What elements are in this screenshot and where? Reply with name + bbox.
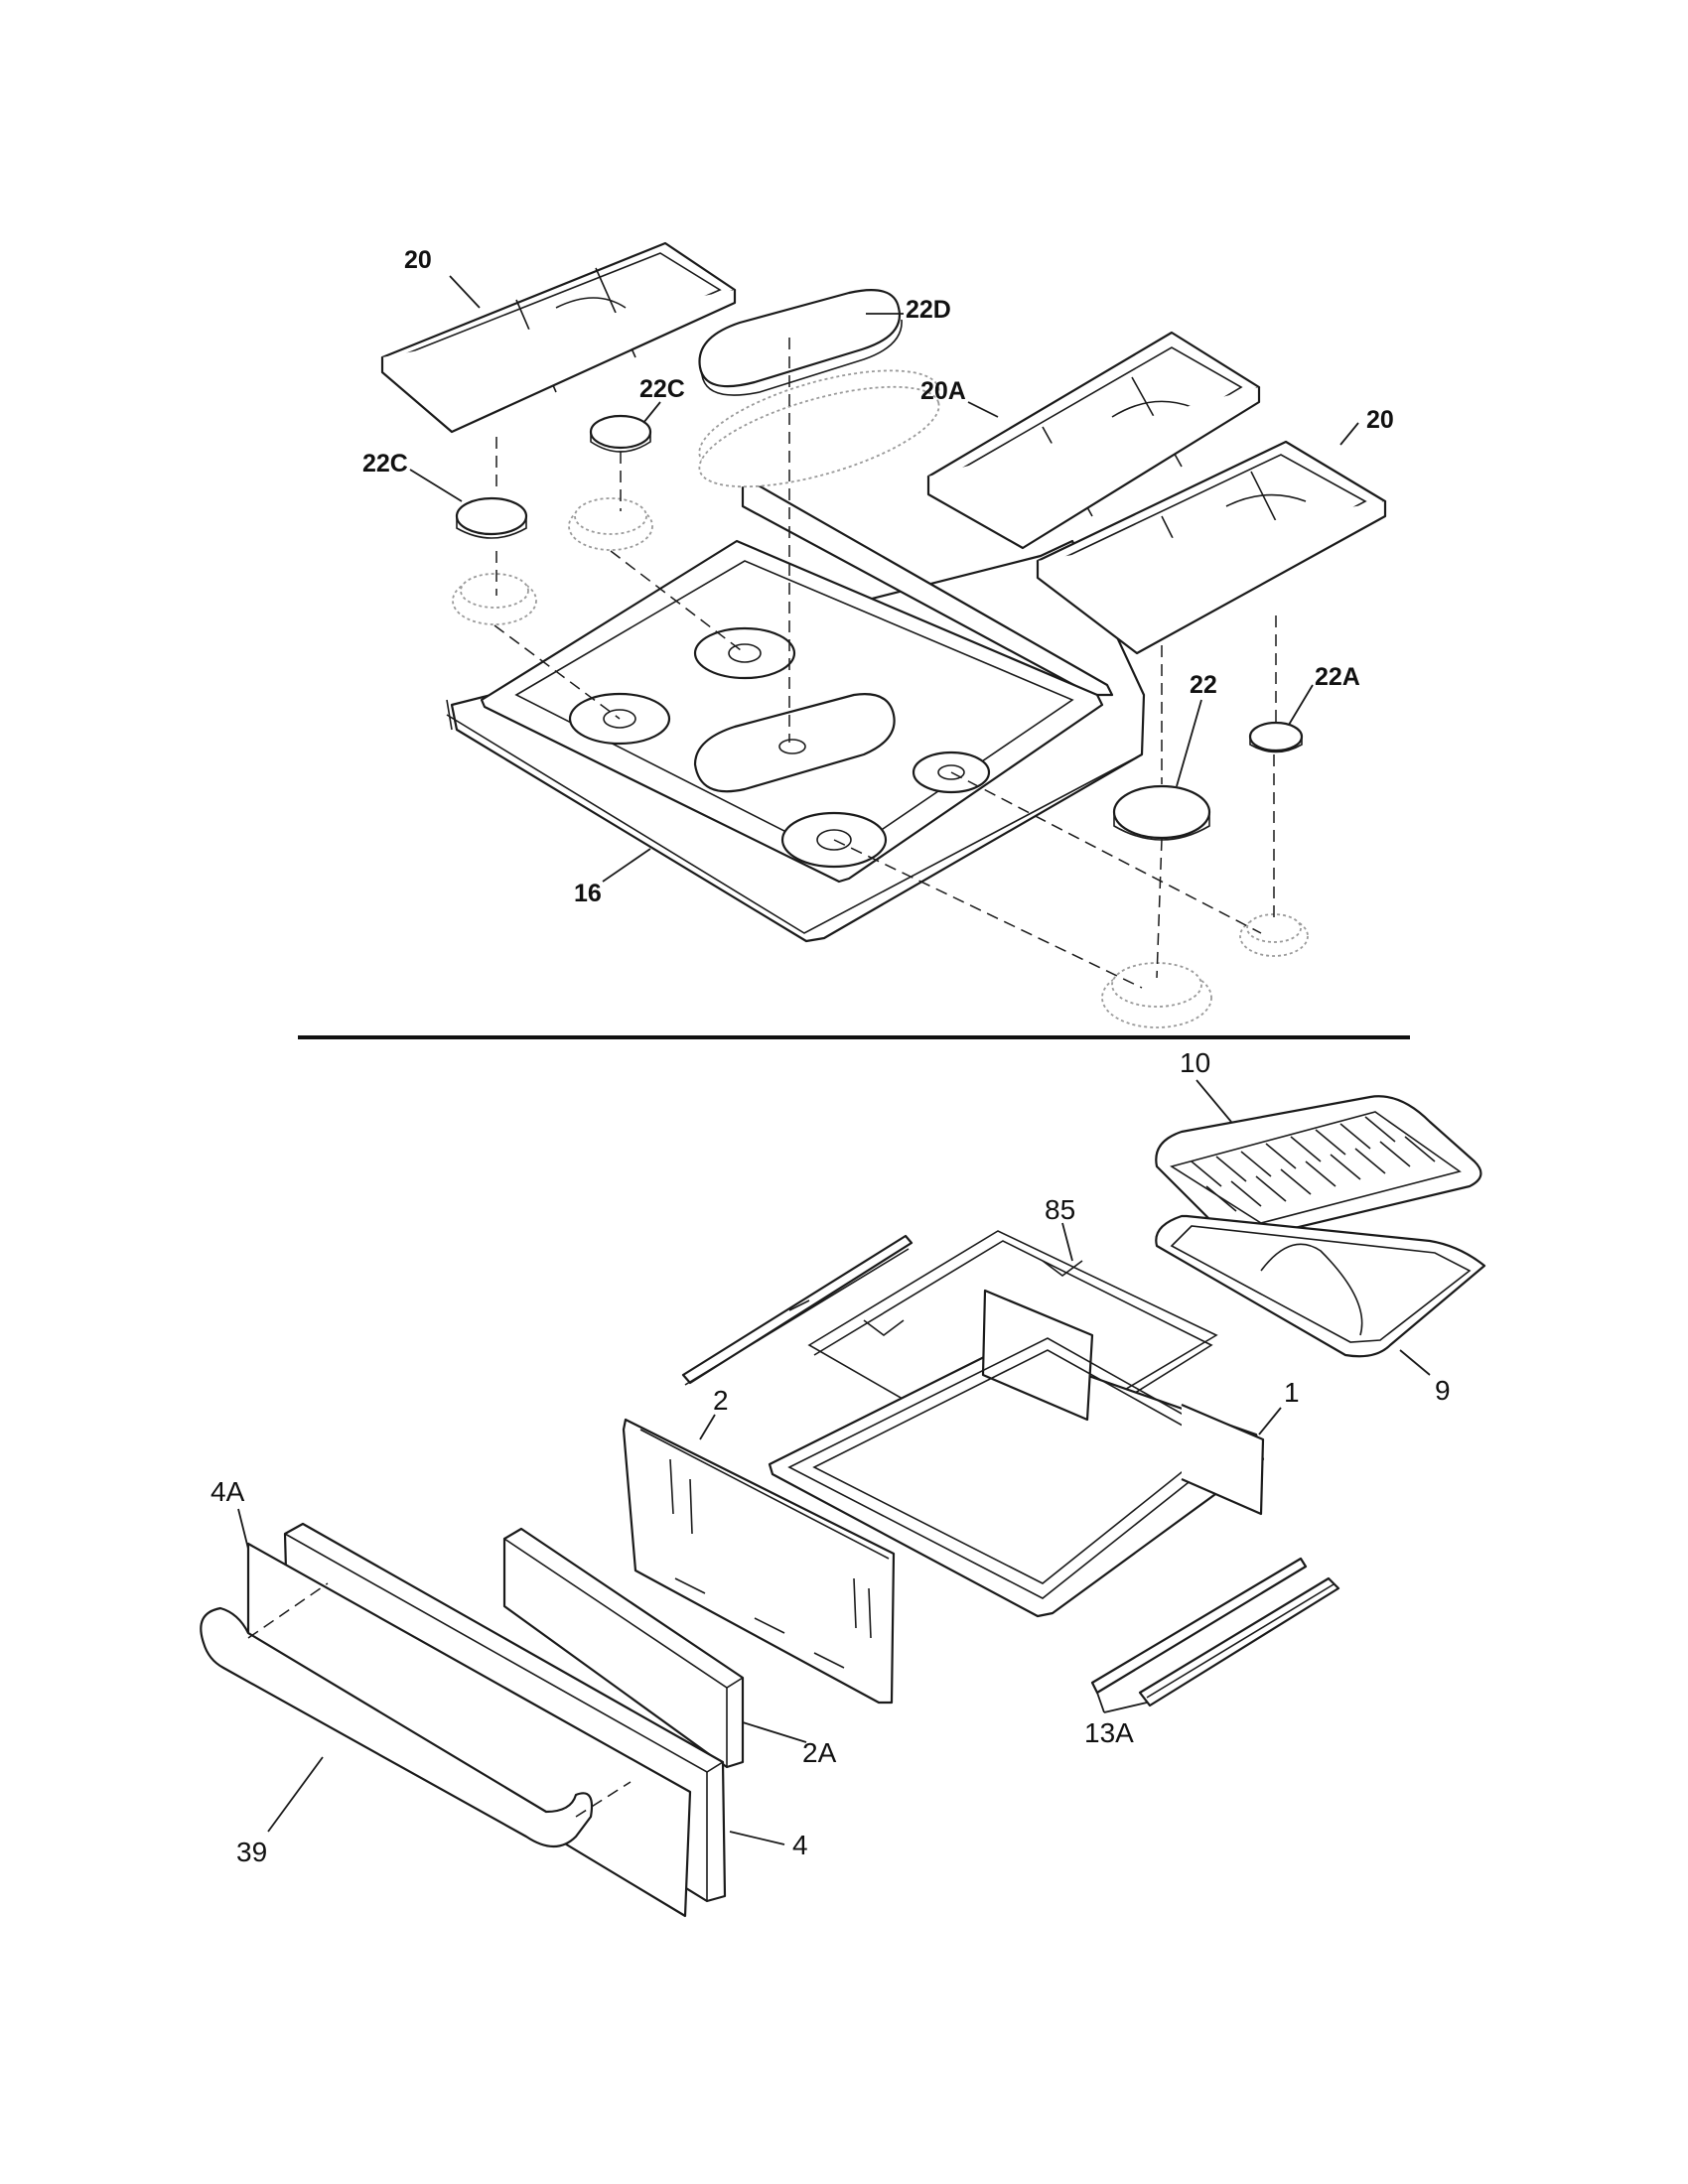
cap-22: [1101, 784, 1212, 1028]
label-4: 4: [792, 1830, 808, 1860]
label-16: 16: [574, 880, 602, 907]
cap-22d: [698, 289, 940, 488]
label-22d: 22D: [906, 296, 951, 324]
label-10: 10: [1180, 1047, 1210, 1078]
label-4a: 4A: [211, 1476, 245, 1507]
label-20-left: 20: [404, 246, 432, 274]
drawer-body-1: [768, 1289, 1265, 1618]
slide-rails-13a: [1090, 1557, 1340, 1707]
label-9: 9: [1435, 1375, 1451, 1406]
grate-20-left: [380, 241, 737, 434]
label-39: 39: [236, 1837, 267, 1867]
handle-39: [200, 1606, 594, 1848]
label-20-right: 20: [1366, 406, 1394, 434]
label-20a: 20A: [920, 377, 966, 405]
label-1: 1: [1284, 1377, 1300, 1408]
cooktop-16: [446, 475, 1146, 943]
label-2a: 2A: [802, 1737, 837, 1768]
label-22c-left: 22C: [362, 450, 408, 478]
cooktop-assembly: 20 22D 22C 22C 20A 20 22 22A 16: [362, 241, 1394, 1028]
label-22a: 22A: [1315, 663, 1360, 691]
label-2: 2: [713, 1385, 729, 1416]
label-85: 85: [1045, 1194, 1075, 1225]
cap-22a: [1239, 721, 1309, 957]
broiler-grid-10: [1155, 1095, 1482, 1239]
label-22c-upper: 22C: [639, 375, 685, 403]
broiler-pan-9: [1155, 1214, 1486, 1358]
drawer-panel-2a: [502, 1527, 745, 1769]
cap-22c-left: [452, 496, 537, 625]
cap-22c-upper: [568, 414, 653, 551]
label-13a: 13A: [1084, 1717, 1134, 1748]
slide-rail-left: [681, 1234, 914, 1386]
grate-20a: [926, 331, 1261, 550]
drawer-back-2: [622, 1418, 896, 1705]
label-22: 22: [1190, 671, 1217, 699]
drawer-assembly: 10 9 85 1 2 4A 2A 4 39 13A: [200, 1047, 1486, 1918]
grate-20-right: [1036, 440, 1387, 655]
